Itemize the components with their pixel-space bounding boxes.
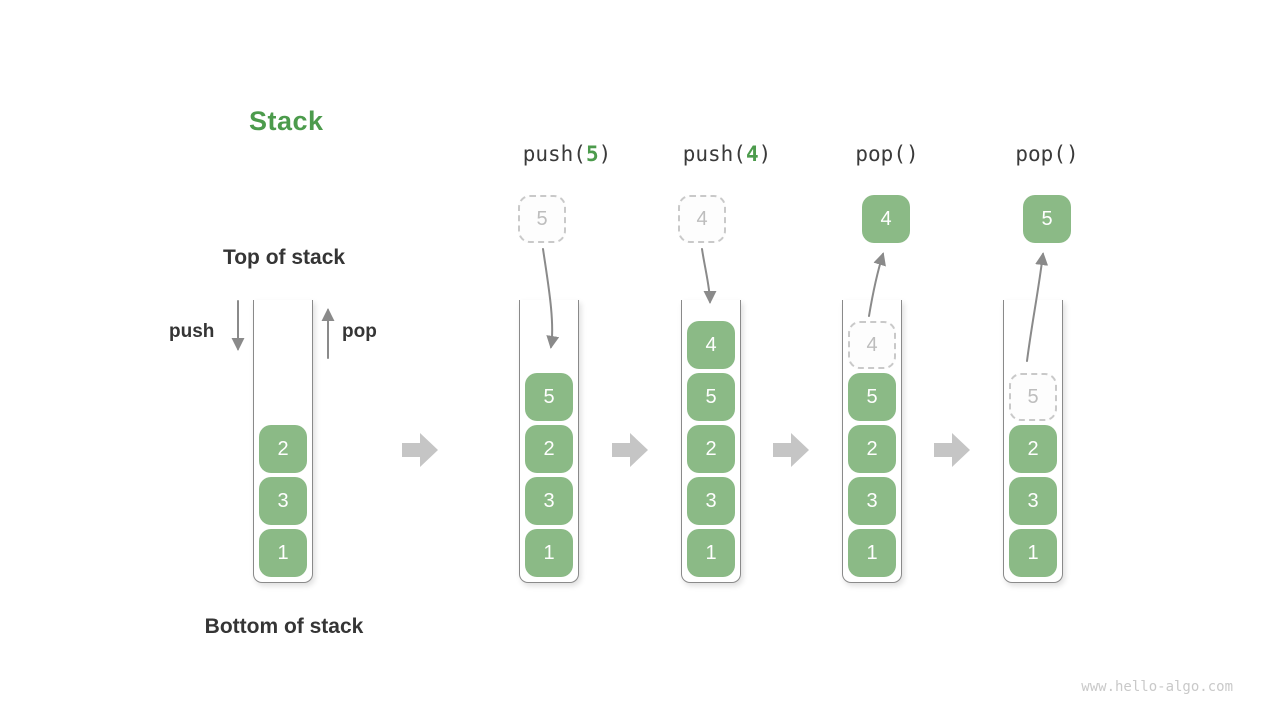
op-label-text: push( — [682, 142, 746, 166]
stack-cell: 1 — [848, 529, 896, 577]
stack-cell: 3 — [259, 477, 307, 525]
stack-cell: 1 — [687, 529, 735, 577]
stack-cell: 3 — [1009, 477, 1057, 525]
op-label-text: push( — [522, 142, 586, 166]
top-of-stack-label: Top of stack — [222, 246, 346, 269]
diagram-title: Stack — [249, 106, 324, 136]
op-label-text: pop() — [1015, 142, 1079, 166]
incoming-value-box: 5 — [518, 195, 566, 243]
stack-cell: 2 — [525, 425, 573, 473]
stack-cell: 3 — [687, 477, 735, 525]
bottom-of-stack-label: Bottom of stack — [204, 615, 364, 638]
stack-cell: 5 — [687, 373, 735, 421]
push-4-flow-arrow-icon — [701, 248, 717, 304]
stack-cell: 2 — [848, 425, 896, 473]
stack-cell: 4 — [687, 321, 735, 369]
transition-arrow-icon — [934, 433, 970, 467]
stack-cell: 4 — [848, 321, 896, 369]
transition-arrow-icon — [773, 433, 809, 467]
stack-cell: 1 — [525, 529, 573, 577]
watermark: www.hello-algo.com — [1081, 679, 1233, 695]
incoming-value-box: 4 — [678, 195, 726, 243]
popped-value-box: 5 — [1023, 195, 1071, 243]
operation-label: pop() — [855, 142, 918, 166]
operation-label: push(4) — [683, 142, 772, 166]
op-label-arg: 4 — [745, 142, 759, 166]
transition-arrow-icon — [402, 433, 438, 467]
stack-cell: 1 — [259, 529, 307, 577]
pop-label: pop — [342, 321, 377, 342]
stack-cell: 2 — [1009, 425, 1057, 473]
stack-cell: 2 — [259, 425, 307, 473]
transition-arrow-icon — [612, 433, 648, 467]
stack-cell: 5 — [848, 373, 896, 421]
popped-value-box: 4 — [862, 195, 910, 243]
stack-cell: 5 — [525, 373, 573, 421]
op-label-text: ) — [598, 142, 612, 166]
op-label-text: ) — [758, 142, 772, 166]
stack-cell: 3 — [848, 477, 896, 525]
operation-label: push(5) — [523, 142, 612, 166]
stack-cell: 1 — [1009, 529, 1057, 577]
stack-cell: 5 — [1009, 373, 1057, 421]
stack-cell: 2 — [687, 425, 735, 473]
operation-label: pop() — [1015, 142, 1078, 166]
stack-cell: 3 — [525, 477, 573, 525]
push-label: push — [169, 321, 215, 342]
op-label-arg: 5 — [585, 142, 599, 166]
op-label-text: pop() — [855, 142, 919, 166]
